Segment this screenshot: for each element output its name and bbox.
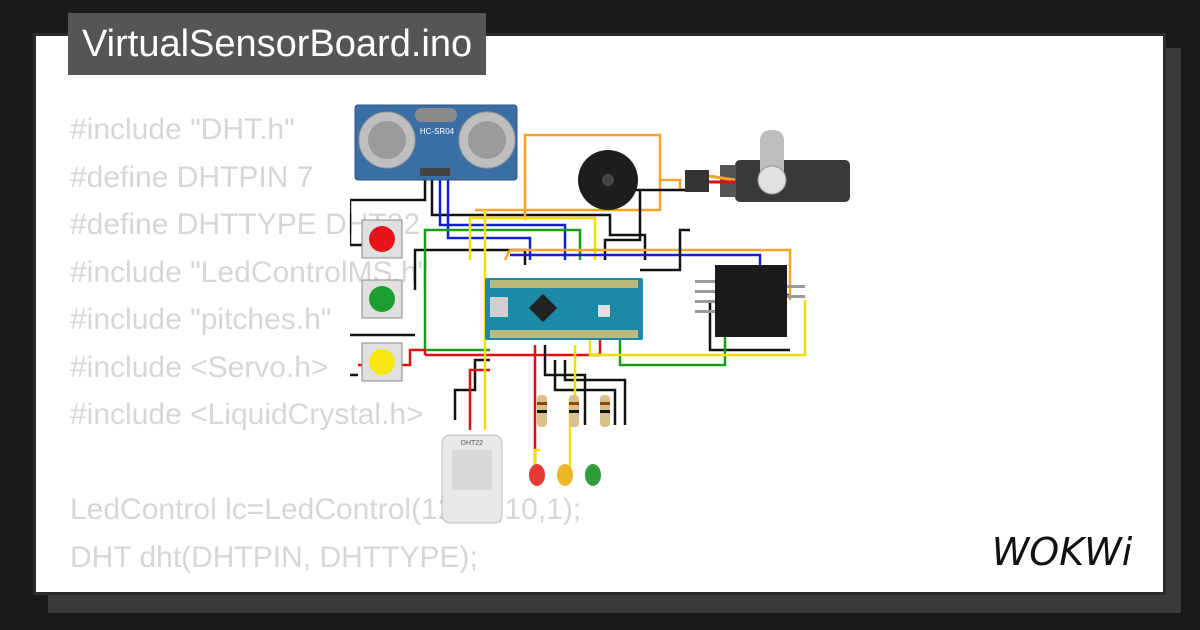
resistor <box>600 395 610 427</box>
code-line: #include <Servo.h> <box>70 350 329 384</box>
push-button-yellow[interactable] <box>361 342 403 382</box>
led-yellow[interactable] <box>557 464 573 486</box>
wokwi-logo: WOKWi <box>992 530 1133 574</box>
led-red[interactable] <box>529 464 545 486</box>
code-line: #include "pitches.h" <box>70 303 332 336</box>
led-matrix[interactable] <box>695 265 805 337</box>
dht-label: DHT22 <box>461 440 483 447</box>
logo-text: WOKWi <box>992 530 1133 574</box>
code-line: #include "DHT.h" <box>70 113 295 146</box>
push-button-green[interactable] <box>361 279 403 319</box>
code-line: DHT dht(DHTPIN, DHTTYPE); <box>70 540 478 574</box>
code-line: Servo <box>70 581 581 592</box>
code-line: LedControl lc=LedControl(12,13,10,1); <box>70 493 582 526</box>
servo-motor[interactable] <box>685 130 850 202</box>
ultrasonic-sensor[interactable]: HC-SR04 <box>354 104 518 181</box>
circuit-diagram: HC-SR04 <box>350 104 850 524</box>
code-line: #include <LiquidCrystal.h> <box>70 398 424 431</box>
resistor <box>537 395 547 427</box>
code-line: #define DHTPIN 7 <box>70 160 314 194</box>
push-button-red[interactable] <box>361 219 403 259</box>
led-green[interactable] <box>585 464 601 486</box>
code-line: #include "LedControlMS.h" <box>70 255 429 289</box>
dht22-sensor[interactable]: DHT22 <box>441 434 503 524</box>
arduino-nano-board[interactable] <box>485 278 643 340</box>
resistor <box>569 395 579 427</box>
code-preview: #include "DHT.h" #define DHTPIN 7 #defin… <box>70 106 582 592</box>
buzzer[interactable] <box>578 150 638 210</box>
ultrasonic-label: HC-SR04 <box>420 127 455 136</box>
project-title: VirtualSensorBoard.ino <box>68 13 487 75</box>
